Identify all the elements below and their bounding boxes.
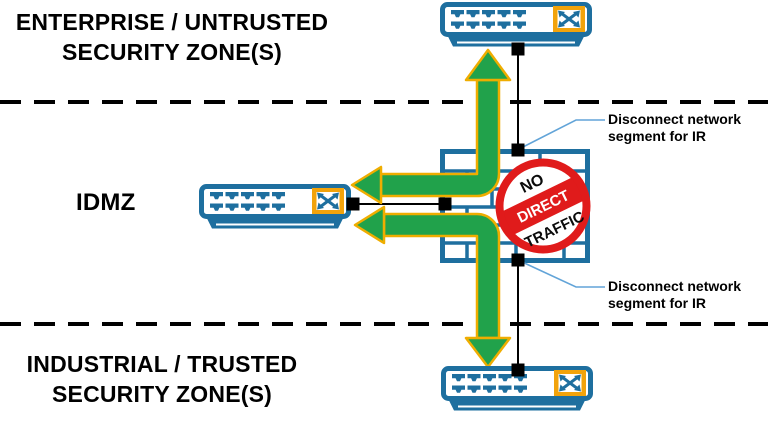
callout-line-top: [520, 119, 605, 149]
connection-nodes: [346, 42, 525, 377]
connection-node: [511, 42, 525, 56]
arrowhead-left: [353, 205, 386, 245]
callout-disconnect-top: Disconnect network segment for IR: [608, 111, 742, 144]
callout-disconnect-bottom: Disconnect network segment for IR: [608, 278, 742, 311]
flow-arrow-industrial-idmz: [353, 205, 512, 369]
connection-node: [511, 143, 525, 157]
switch-idmz: [202, 187, 349, 229]
arrowhead-left: [350, 165, 383, 205]
arrowhead-up: [464, 48, 512, 82]
prohibition-ring: [495, 158, 591, 254]
connection-node: [511, 253, 525, 267]
zone-label-industrial: INDUSTRIAL / TRUSTED SECURITY ZONE(S): [26, 351, 298, 407]
prohibition-band: [502, 174, 584, 238]
zone-label-idmz: IDMZ: [76, 189, 136, 216]
flow-arrow-enterprise-idmz: [350, 48, 512, 205]
arrowhead-down: [464, 336, 512, 369]
connection-node: [511, 363, 525, 377]
switch-enterprise: [443, 5, 590, 47]
callout-line-bottom: [519, 260, 605, 288]
no-direct-traffic-sign: NO DIRECT TRAFFIC: [495, 158, 591, 254]
connection-node: [438, 197, 452, 211]
connection-node: [346, 197, 360, 211]
zone-label-enterprise: ENTERPRISE / UNTRUSTED SECURITY ZONE(S): [15, 9, 329, 65]
